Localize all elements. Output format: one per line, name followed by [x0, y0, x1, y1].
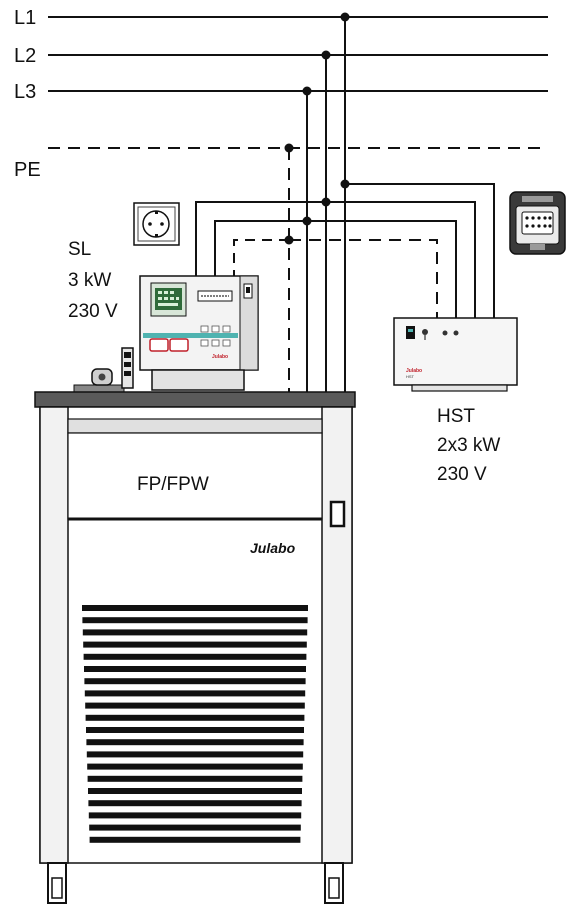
- hst-feed-wires: [289, 183, 495, 318]
- probe-accessory-icon: [73, 347, 134, 394]
- sl-brand: Julabo: [212, 354, 228, 360]
- vent-slat: [84, 678, 306, 685]
- vent-slat: [84, 666, 306, 672]
- wire-hst-2: [326, 201, 476, 318]
- vent-slat: [86, 727, 304, 733]
- label-l3: L3: [14, 81, 36, 103]
- hst-voltage: 230 V: [437, 464, 487, 485]
- wire-hst-3: [307, 220, 457, 318]
- vent-slat: [85, 714, 305, 721]
- vent-slat: [88, 800, 302, 807]
- sl-left-button: [149, 338, 169, 352]
- plug-connector-icon: [509, 191, 566, 255]
- chiller-switch: [329, 500, 346, 528]
- hst-model-tag: HST: [406, 374, 415, 379]
- junction-dots: [284, 12, 350, 245]
- chiller-vent-grille: [82, 605, 308, 843]
- vent-slat: [83, 653, 307, 660]
- vent-slat: [85, 702, 305, 709]
- hst-display: [406, 326, 415, 339]
- hst-brand: Julabo: [406, 368, 422, 374]
- hst-unit: Julabo HST: [393, 317, 518, 392]
- chiller-feed-wires: [288, 17, 346, 392]
- vent-slat: [88, 812, 302, 819]
- vent-slat: [84, 690, 306, 697]
- junction-pe: [284, 143, 294, 153]
- chiller-panel: [67, 432, 323, 520]
- wire-sl-pe: [233, 239, 289, 278]
- socket-icon: [133, 202, 180, 246]
- vent-slat: [88, 788, 302, 794]
- junction-l2: [321, 50, 331, 60]
- vent-slat: [89, 824, 301, 831]
- hst-name: HST: [437, 406, 475, 427]
- sl-feed-wires: [195, 201, 326, 278]
- vent-slat: [87, 763, 303, 770]
- chiller-brand: Julabo: [250, 540, 296, 556]
- label-l2: L2: [14, 45, 36, 67]
- label-pe: PE: [14, 159, 41, 181]
- sl-voltage: 230 V: [68, 301, 118, 322]
- sl-controller-unit: Julabo: [139, 275, 259, 391]
- wire-hst-pe: [289, 239, 438, 318]
- chiller-top: [34, 391, 356, 408]
- vent-slat: [86, 739, 304, 746]
- wire-hst-1: [345, 183, 495, 318]
- wire-sl-2: [214, 220, 307, 278]
- chiller-unit: Julabo: [34, 391, 356, 904]
- chiller-name: FP/FPW: [137, 474, 209, 495]
- supply-lines: [48, 16, 548, 149]
- vent-slat: [82, 629, 308, 636]
- junction-l1: [340, 12, 350, 22]
- sl-name: SL: [68, 239, 91, 260]
- sl-power: 3 kW: [68, 270, 111, 291]
- vent-slat: [83, 641, 307, 648]
- wire-sl-1: [195, 201, 326, 278]
- sl-right-button: [169, 338, 189, 352]
- vent-slat: [82, 617, 308, 624]
- junction-l3: [302, 86, 312, 96]
- vent-slat: [86, 751, 304, 758]
- vent-slat: [82, 605, 308, 611]
- hst-power: 2x3 kW: [437, 435, 500, 456]
- sl-base: [151, 369, 245, 391]
- label-l1: L1: [14, 7, 36, 29]
- vent-slat: [87, 775, 303, 782]
- vent-slat: [89, 836, 301, 843]
